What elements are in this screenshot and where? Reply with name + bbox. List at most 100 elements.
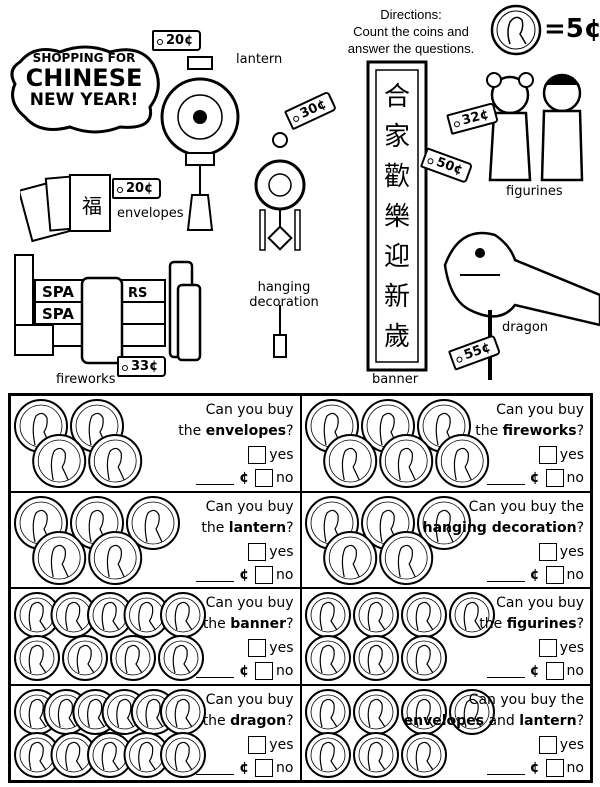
nickel-coin bbox=[378, 530, 433, 585]
nickel-coin bbox=[123, 731, 170, 778]
cent-sign: ¢ bbox=[529, 566, 540, 583]
cents-answer-blank[interactable] bbox=[486, 568, 525, 582]
directions-line-2: answer the questions. bbox=[347, 41, 475, 56]
cents-answer-blank[interactable] bbox=[196, 761, 235, 775]
cents-answer-blank[interactable] bbox=[196, 568, 235, 582]
nickel-coin bbox=[50, 731, 97, 778]
yes-label: yes bbox=[269, 447, 294, 463]
nickel-coin bbox=[352, 592, 399, 638]
no-label: no bbox=[276, 470, 294, 486]
envelopes-label: envelopes bbox=[117, 206, 184, 221]
svg-text:新: 新 bbox=[384, 282, 410, 312]
title-cloud: SHOPPING FOR CHINESE NEW YEAR! bbox=[5, 42, 163, 137]
yes-checkbox[interactable] bbox=[538, 735, 557, 754]
no-checkbox[interactable] bbox=[255, 758, 274, 777]
coin-group bbox=[14, 495, 180, 585]
title-line-2: CHINESE bbox=[25, 64, 143, 92]
envelopes-icon: 福 bbox=[20, 174, 111, 243]
coin-group bbox=[304, 399, 489, 488]
nickel-coin bbox=[62, 635, 108, 681]
no-label: no bbox=[566, 663, 584, 679]
dragon-label: dragon bbox=[502, 320, 549, 335]
coin-group bbox=[14, 592, 206, 681]
lantern-label: lantern bbox=[236, 52, 283, 67]
nickel-coin bbox=[352, 635, 399, 681]
cents-answer-blank[interactable] bbox=[486, 761, 525, 775]
nickel-coin bbox=[304, 688, 351, 735]
yes-label: yes bbox=[559, 640, 584, 656]
cents-answer-blank[interactable] bbox=[486, 664, 525, 678]
figurines-label: figurines bbox=[506, 184, 563, 199]
nickel-coin bbox=[88, 434, 143, 488]
cent-sign: ¢ bbox=[239, 470, 250, 486]
no-checkbox[interactable] bbox=[545, 469, 564, 487]
no-checkbox[interactable] bbox=[255, 469, 274, 487]
yes-checkbox[interactable] bbox=[248, 542, 267, 561]
yes-checkbox[interactable] bbox=[538, 446, 557, 464]
nickel-coin bbox=[416, 495, 471, 550]
nickel-coin bbox=[126, 495, 180, 550]
cents-answer-blank[interactable] bbox=[196, 664, 235, 678]
yes-checkbox[interactable] bbox=[538, 639, 557, 657]
nickel-coin bbox=[304, 635, 351, 681]
nickel-coin bbox=[378, 434, 433, 488]
cents-answer-blank[interactable] bbox=[196, 471, 235, 485]
no-checkbox[interactable] bbox=[545, 565, 564, 584]
directions-line-1: Count the coins and bbox=[353, 24, 469, 39]
nickel-coin bbox=[400, 592, 447, 638]
yes-label: yes bbox=[559, 447, 584, 463]
fireworks-price-tag: 33¢ bbox=[117, 356, 167, 377]
dragon-icon bbox=[443, 231, 600, 380]
nickel-coin bbox=[160, 688, 206, 735]
directions-heading: Directions: bbox=[380, 7, 442, 22]
no-label: no bbox=[276, 663, 294, 679]
coin-group bbox=[304, 688, 495, 778]
cent-sign: ¢ bbox=[529, 663, 540, 679]
nickel-coin bbox=[322, 434, 377, 488]
yes-checkbox[interactable] bbox=[248, 735, 267, 754]
yes-label: yes bbox=[269, 640, 294, 656]
no-label: no bbox=[566, 566, 584, 583]
nickel-coin bbox=[434, 434, 489, 488]
yes-checkbox[interactable] bbox=[538, 542, 557, 561]
lantern-icon bbox=[160, 56, 240, 231]
nickel-coin bbox=[88, 530, 143, 585]
no-checkbox[interactable] bbox=[255, 662, 274, 680]
no-label: no bbox=[276, 759, 294, 776]
envelopes-price-tag: 20¢ bbox=[112, 178, 162, 199]
cent-sign: ¢ bbox=[239, 566, 250, 583]
nickel-coin bbox=[160, 592, 206, 638]
nickel-coin bbox=[158, 635, 204, 681]
yes-checkbox[interactable] bbox=[248, 639, 267, 657]
yes-checkbox[interactable] bbox=[248, 446, 267, 464]
nickel-coin bbox=[14, 635, 60, 681]
coin-group bbox=[14, 399, 143, 488]
hanging-decoration-icon bbox=[254, 132, 306, 358]
coin-group bbox=[14, 688, 206, 778]
coin-value: =5¢ bbox=[544, 14, 600, 44]
no-checkbox[interactable] bbox=[545, 758, 564, 777]
yes-label: yes bbox=[559, 736, 584, 753]
svg-text:家: 家 bbox=[384, 122, 410, 152]
no-checkbox[interactable] bbox=[545, 662, 564, 680]
cent-sign: ¢ bbox=[529, 759, 540, 776]
no-checkbox[interactable] bbox=[255, 565, 274, 584]
nickel-coin bbox=[400, 635, 447, 681]
cent-sign: ¢ bbox=[239, 759, 250, 776]
title-line-1: SHOPPING FOR bbox=[32, 51, 136, 65]
nickel-coin bbox=[304, 592, 351, 638]
no-label: no bbox=[566, 759, 584, 776]
cents-answer-blank[interactable] bbox=[486, 471, 525, 485]
